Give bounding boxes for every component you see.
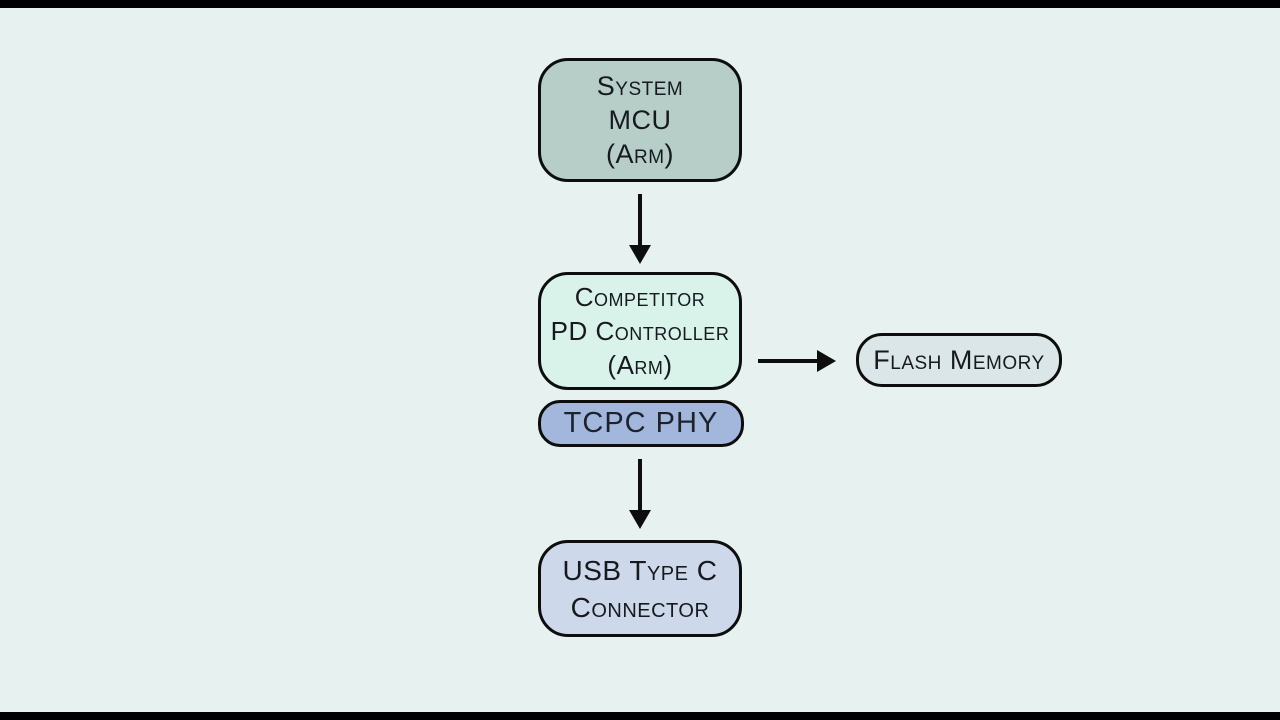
node-competitor-pd-controller: Competitor PD Controller (Arm) <box>538 272 742 390</box>
arrow-pd-to-flash-shaft <box>758 359 819 363</box>
arrow-mcu-to-pd-head <box>629 245 651 264</box>
node-system-mcu-line2: MCU <box>608 105 672 135</box>
letterbox-bar-top <box>0 0 1280 8</box>
node-usb-connector-line2: Connector <box>570 591 710 623</box>
arrow-mcu-to-pd-shaft <box>638 194 642 246</box>
node-system-mcu-line1: System <box>596 71 684 101</box>
letterbox-bar-bottom <box>0 712 1280 720</box>
arrow-phy-to-usb-head <box>629 510 651 529</box>
node-competitor-pd-line2: PD Controller <box>550 316 730 346</box>
node-tcpc-phy: TCPC PHY <box>538 400 744 447</box>
node-usb-connector-line1: USB Type C <box>562 554 718 586</box>
arrow-pd-to-flash-head <box>817 350 836 372</box>
node-competitor-pd-line3: (Arm) <box>607 350 673 380</box>
node-competitor-pd-line1: Competitor <box>574 282 706 312</box>
node-flash-memory-line1: Flash Memory <box>873 344 1045 375</box>
node-system-mcu-line3: (Arm) <box>605 139 675 169</box>
node-tcpc-phy-line1: TCPC PHY <box>563 407 719 439</box>
node-usb-type-c-connector: USB Type C Connector <box>538 540 742 637</box>
node-system-mcu: System MCU (Arm) <box>538 58 742 182</box>
node-flash-memory: Flash Memory <box>856 333 1062 387</box>
arrow-phy-to-usb-shaft <box>638 459 642 511</box>
